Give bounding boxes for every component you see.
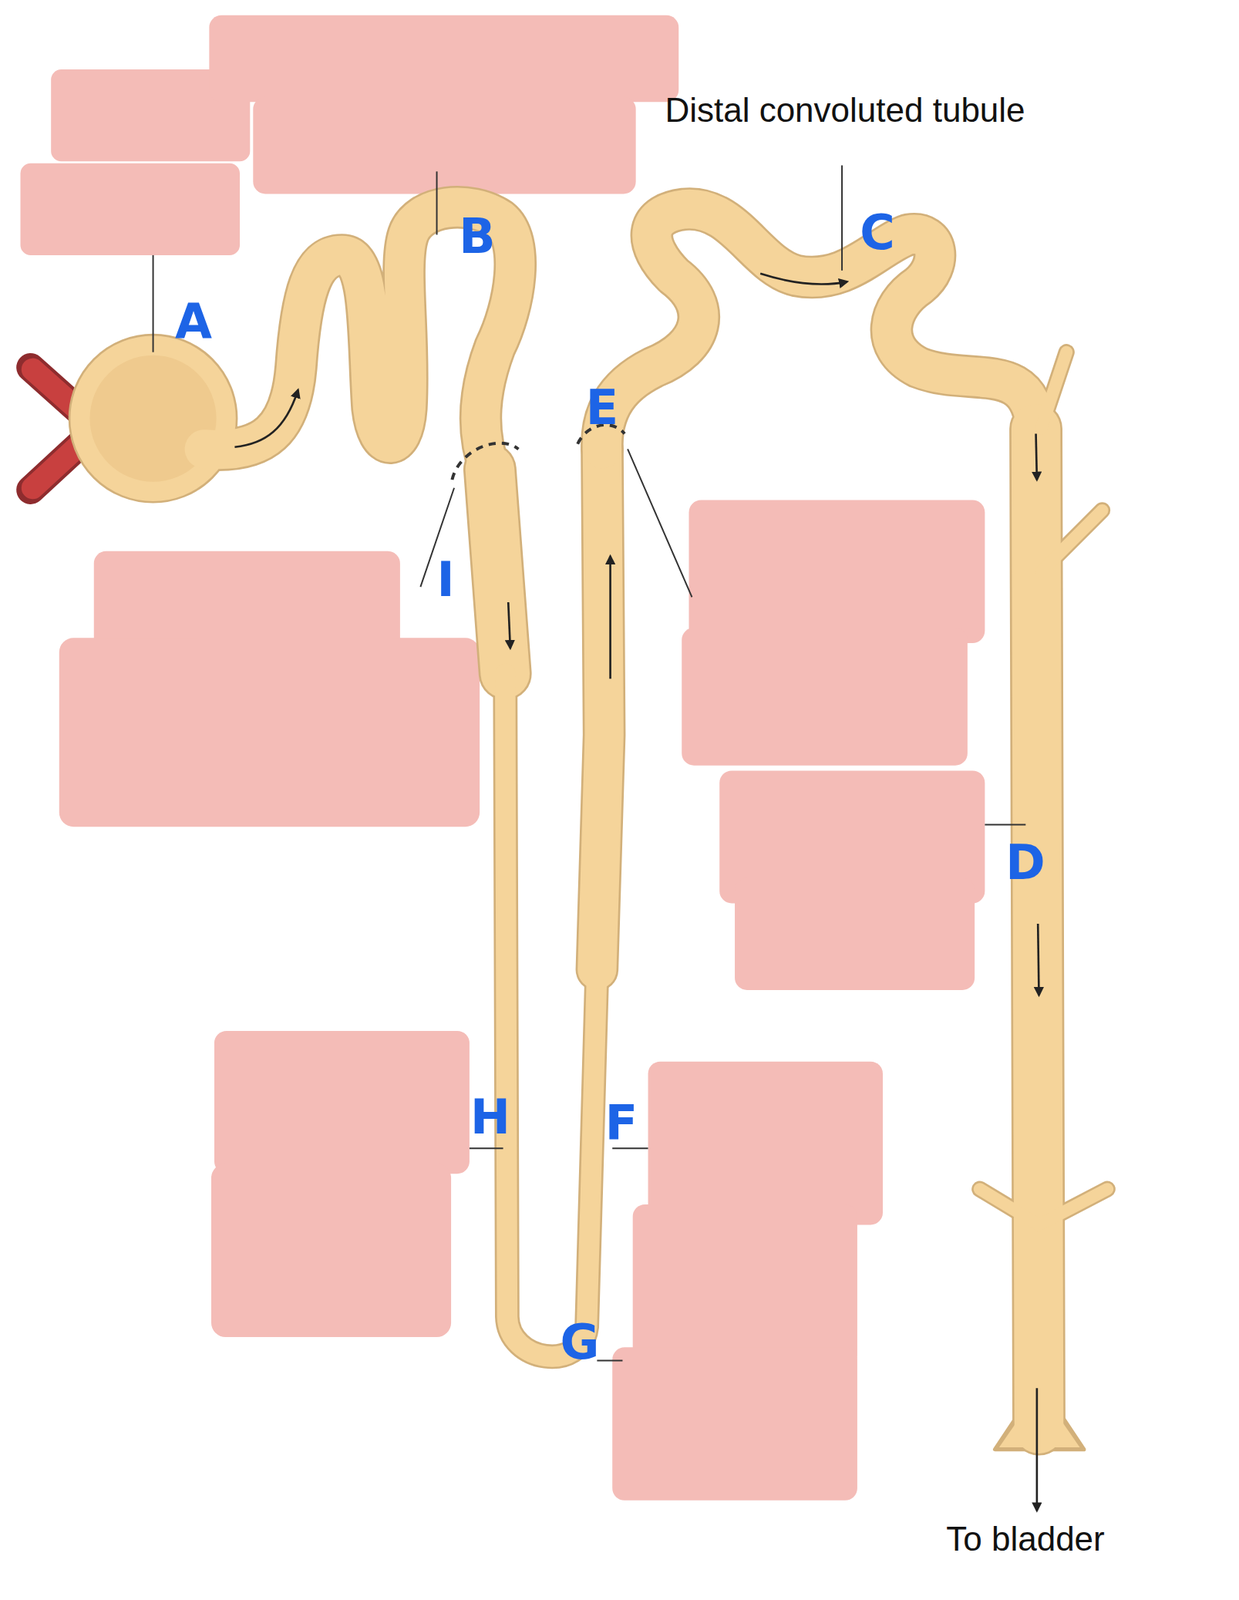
leader-lines xyxy=(153,164,1027,1361)
destination-label: To bladder xyxy=(946,1520,1105,1558)
callout-letter: F xyxy=(605,1096,638,1149)
tubule xyxy=(204,207,1108,1448)
flow-arrows xyxy=(234,273,1039,1511)
callout-letter: A xyxy=(175,295,213,348)
glomerular-capsule xyxy=(69,334,237,502)
tubule-outline xyxy=(204,207,1108,1450)
callout-letter: G xyxy=(560,1316,600,1369)
part-name: Distal convoluted tubule xyxy=(663,91,1027,129)
callout-letter: B xyxy=(458,210,495,263)
blank-label-boxes xyxy=(20,15,985,1501)
callout-letter: E xyxy=(585,381,619,435)
callout-letter: C xyxy=(859,206,896,260)
callout-letter: I xyxy=(436,553,455,607)
callout-letter: H xyxy=(470,1090,511,1144)
callout-letter: D xyxy=(1005,836,1045,889)
